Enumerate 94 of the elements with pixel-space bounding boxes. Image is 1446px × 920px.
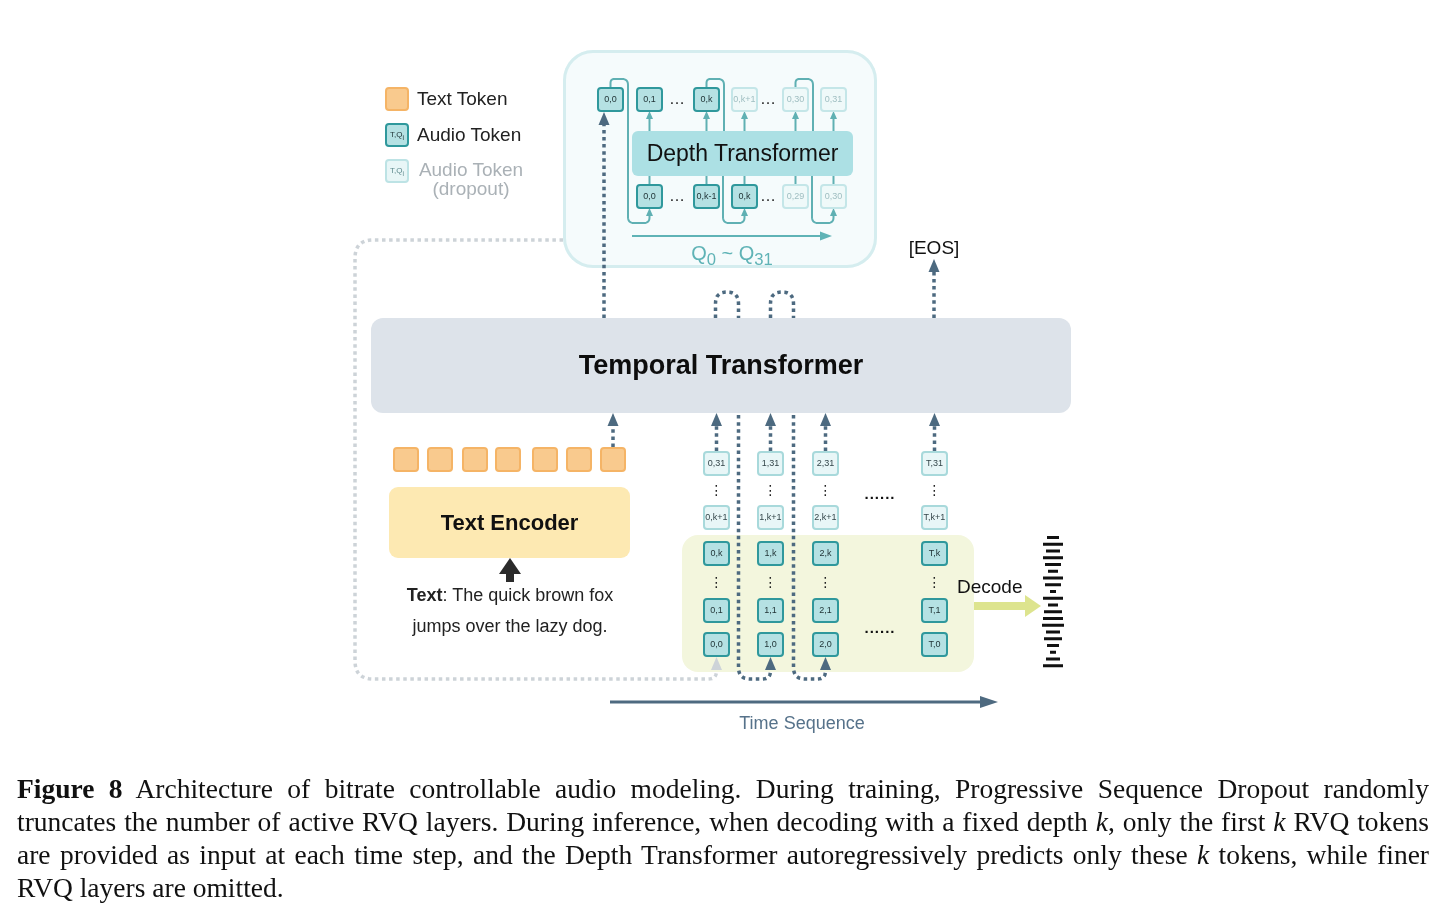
dotted-arrow [765, 413, 776, 451]
vertical-ellipsis: ⋮ [926, 481, 943, 500]
ellipsis: ...... [863, 484, 897, 504]
audio-token: 2,1 [812, 598, 839, 623]
text-token [600, 447, 626, 472]
audio-token: 0,k-1 [693, 184, 720, 209]
dotted-arrow [711, 413, 722, 451]
connector-line [832, 175, 835, 185]
dotted-arrow [607, 413, 619, 447]
text-token [393, 447, 419, 472]
connector-line [794, 175, 797, 185]
audio-token: 0,0 [703, 632, 730, 657]
dropout-audio-token: 2,k+1 [812, 505, 839, 530]
audio-token: 2,0 [812, 632, 839, 657]
text-encoder-block: Text Encoder [389, 487, 630, 558]
audio-token: 0,1 [703, 598, 730, 623]
audio-token: 0,k [693, 87, 720, 112]
arrow [722, 175, 748, 224]
vertical-ellipsis: ⋮ [817, 481, 834, 500]
dotted-arrow [820, 413, 831, 451]
legend-label: Audio Token [417, 125, 522, 144]
audio-token: 1,k [757, 541, 784, 566]
dotted-arrow [598, 112, 610, 318]
audio-token: T,0 [921, 632, 948, 657]
dropout-audio-token: 0,30 [820, 184, 847, 209]
connector-line [648, 175, 651, 185]
text-token [495, 447, 521, 472]
legend-label: Text Token [417, 89, 508, 108]
audio-token: 0,k [731, 184, 758, 209]
dotted-arrow [929, 413, 940, 451]
connector-line [794, 78, 814, 132]
dropout-audio-token: T,k+1 [921, 505, 948, 530]
arrow [811, 175, 837, 224]
dotted-arrow [353, 238, 722, 681]
connector-line [705, 175, 708, 185]
token-index-label: T,Q$_{i}$ [389, 165, 405, 179]
dropout-audio-token: 0,31 [703, 451, 730, 476]
dropout-audio-token: 0,29 [782, 184, 809, 209]
connector-line [743, 175, 746, 185]
audio-token: 0,k [703, 541, 730, 566]
dropout-audio-token: 2,31 [812, 451, 839, 476]
audio-token: T,k [921, 541, 948, 566]
arrow [741, 111, 748, 132]
audio-token: 1,0 [757, 632, 784, 657]
audio-token: 0,0 [597, 87, 624, 112]
vertical-ellipsis: ⋮ [762, 481, 779, 500]
vertical-ellipsis: ⋮ [708, 481, 725, 500]
ellipsis: … [668, 186, 686, 206]
vertical-ellipsis: ⋮ [708, 573, 725, 592]
dropout-audio-token: 0,30 [782, 87, 809, 112]
text-token [427, 447, 453, 472]
figure-caption: Figure 8 Architecture of bitrate controllable audio modeling. During training, Progressive Sequence Dropout randomly truncates the number of active RVQ layers. During inference, when decoding with a fixed depth k, only the first k RVQ tokens are provided as input at each time step, and the Depth Transformer autoregressively predicts only these k tokens, while finer RVQ layers are omitted. [17, 772, 1429, 904]
arrow [792, 111, 799, 132]
dropout-audio-token: 0,k+1 [703, 505, 730, 530]
eos-label: [EOS] [904, 237, 964, 259]
edge-label: Decode [957, 576, 1023, 598]
ellipsis: … [759, 186, 777, 206]
quantizer-range-label: Q$_{0}$ ~ Q$_{31}$ [690, 241, 774, 267]
ellipsis: … [759, 89, 777, 109]
dropout-audio-token: 0,k+1 [731, 87, 758, 112]
audio-token: 1,1 [757, 598, 784, 623]
audio-token: 0,0 [636, 184, 663, 209]
dotted-arrow [928, 259, 940, 318]
ellipsis: ...... [863, 618, 897, 638]
audio-token: T,1 [921, 598, 948, 623]
ellipsis: … [668, 89, 686, 109]
arrow [646, 111, 653, 132]
waveform-drawing [1041, 535, 1065, 669]
dotted-arrow [713, 290, 776, 681]
connector-line [705, 78, 725, 132]
text-token [532, 447, 558, 472]
legend-label: Audio Token (dropout) [417, 160, 525, 198]
dropout-audio-token: 0,31 [820, 87, 847, 112]
dotted-arrow [768, 290, 831, 681]
temporal-transformer-block: Temporal Transformer [371, 318, 1071, 413]
depth-transformer-block: Depth Transformer [632, 131, 853, 176]
input-text: Text: The quick brown fox jumps over the lazy dog. [384, 580, 636, 642]
dropout-audio-token: T,31 [921, 451, 948, 476]
depth-transformer-panel [563, 50, 877, 268]
vertical-ellipsis: ⋮ [817, 573, 834, 592]
vertical-ellipsis: ⋮ [926, 573, 943, 592]
audio-token: 0,1 [636, 87, 663, 112]
dropout-audio-token: 1,31 [757, 451, 784, 476]
axis-label: Time Sequence [738, 712, 866, 735]
audio-token: 2,k [812, 541, 839, 566]
arrow [703, 111, 710, 132]
dropout-audio-token: 1,k+1 [757, 505, 784, 530]
token-index-label: T,Q$_{i}$ [389, 129, 405, 143]
arrow [974, 595, 1041, 617]
text-token [462, 447, 488, 472]
arrow [609, 78, 653, 224]
text-token [566, 447, 592, 472]
vertical-ellipsis: ⋮ [762, 573, 779, 592]
arrow [830, 111, 837, 132]
